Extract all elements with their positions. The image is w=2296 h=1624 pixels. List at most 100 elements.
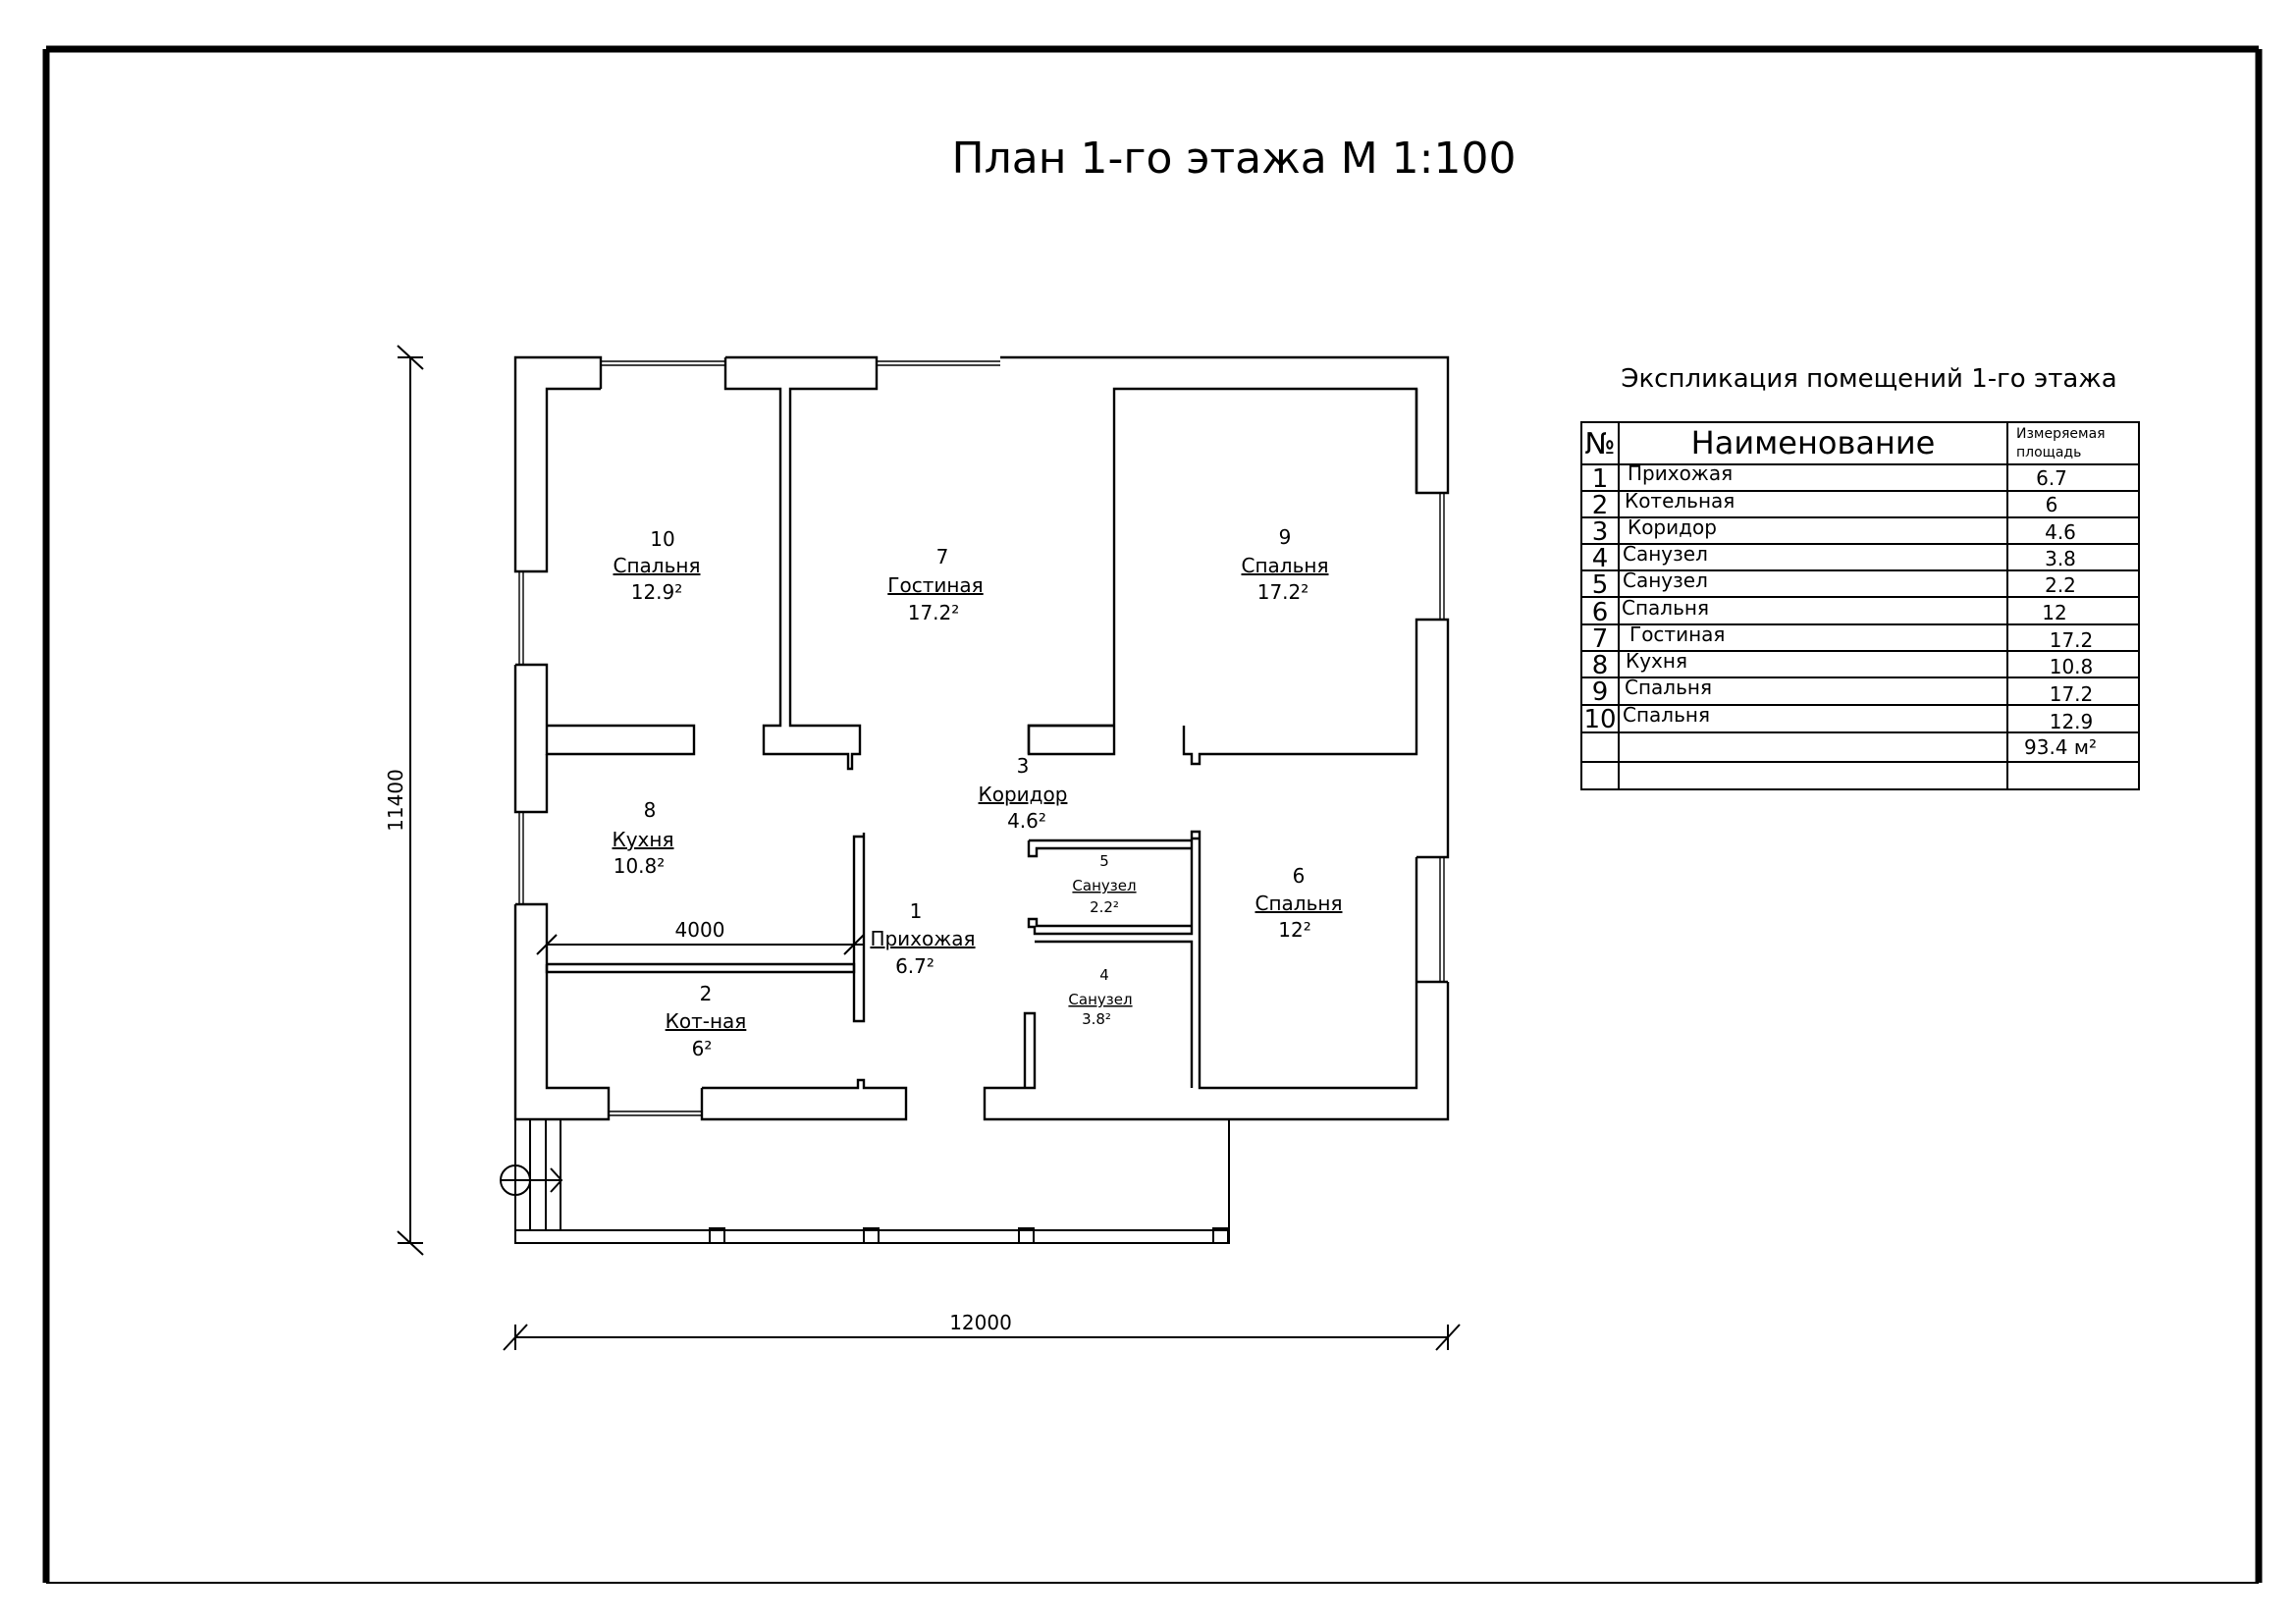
room-name: Кот-ная [666, 1009, 747, 1033]
row-area: 3.8 [2045, 547, 2076, 570]
entrance-arrow-icon [500, 1164, 563, 1196]
row-area: 12 [2042, 601, 2066, 624]
room-label: 4 Санузел 3.8² [1068, 966, 1132, 1028]
room-number: 8 [644, 798, 657, 822]
row-num: 2 [1592, 491, 1609, 520]
room-name: Спальня [614, 554, 701, 577]
room-number: 10 [650, 527, 674, 551]
room-number: 9 [1279, 525, 1292, 549]
table-row: 4 Санузел 3.8 [1592, 542, 2076, 573]
wall-wc5 [1027, 839, 1194, 936]
header-num: № [1584, 427, 1615, 461]
room-label: 10 Спальня 12.9² [614, 527, 701, 604]
table-row: 9 Спальня 17.2 [1592, 676, 2094, 707]
room-name: Спальня [1242, 554, 1329, 577]
room-number: 5 [1099, 852, 1109, 870]
wall-top-right [1000, 355, 1450, 756]
room-area: 10.8² [614, 854, 666, 878]
row-name: Спальня [1623, 703, 1710, 727]
room-name: Кухня [613, 828, 674, 851]
row-name: Котельная [1625, 489, 1735, 513]
room-label: 5 Санузел 2.2² [1072, 852, 1136, 916]
explication-header: № Наименование Измеряемая площадь [1584, 424, 2105, 461]
table-total: 93.4 м² [2024, 735, 2097, 759]
wall-bottom-mid [700, 1078, 908, 1121]
room-label: 1 Прихожая 6.7² [870, 899, 975, 978]
table-row: 2 Котельная 6 [1592, 489, 2058, 520]
table-row: 3 Коридор 4.6 [1592, 515, 2076, 547]
wall-boiler-top [545, 962, 856, 974]
row-num: 10 [1583, 705, 1616, 734]
dimension-lines [397, 345, 1461, 1351]
row-area: 10.8 [2050, 655, 2094, 678]
room-name: Коридор [979, 783, 1068, 806]
explication-title: Экспликация помещений 1-го этажа [1621, 364, 2116, 394]
plan-title: План 1-го этажа М 1:100 [952, 134, 1517, 184]
row-area: 17.2 [2050, 682, 2094, 706]
wall-top-left [513, 355, 603, 573]
row-name: Прихожая [1628, 461, 1733, 485]
floor-plan [513, 355, 1450, 1244]
row-num: 8 [1592, 651, 1609, 680]
row-name: Санузел [1623, 542, 1708, 566]
windows [518, 360, 1445, 1116]
inner-dimension-label: 4000 [675, 918, 725, 942]
row-name: Кухня [1626, 649, 1687, 673]
wall-right-bottom [983, 982, 1450, 1121]
row-name: Коридор [1628, 515, 1717, 539]
wall-left-lower [513, 665, 549, 814]
room-area: 6² [692, 1037, 713, 1060]
row-name: Санузел [1623, 568, 1708, 592]
row-num: 6 [1592, 598, 1609, 627]
room-area: 17.2² [1257, 580, 1309, 604]
room-label: 2 Кот-ная 6² [666, 982, 747, 1060]
sheet-frame [42, 45, 2263, 1584]
table-row: 8 Кухня 10.8 [1592, 649, 2094, 680]
room-area: 2.2² [1090, 898, 1119, 916]
row-area: 17.2 [2050, 628, 2094, 652]
room-name: Гостиная [887, 573, 983, 597]
room-area: 12² [1278, 918, 1310, 942]
explication-table [1580, 421, 2140, 790]
header-name: Наименование [1691, 424, 1936, 461]
row-name: Спальня [1622, 596, 1709, 620]
room-name: Санузел [1072, 877, 1136, 894]
room-name: Спальня [1255, 892, 1343, 915]
row-area: 6 [2046, 493, 2058, 516]
row-num: 1 [1592, 464, 1609, 494]
row-area: 2.2 [2045, 573, 2076, 597]
wall-right-lower [1190, 830, 1418, 1090]
header-area-line1: Измеряемая [2016, 426, 2106, 442]
wall-wc4 [1035, 940, 1194, 1088]
row-area: 12.9 [2050, 710, 2094, 733]
wall-corridor-top [1027, 724, 1114, 754]
terrace [514, 1119, 1230, 1244]
wall-bedroom9-bottom [1182, 618, 1450, 859]
row-name: Гостиная [1629, 623, 1725, 646]
row-name: Спальня [1625, 676, 1712, 699]
table-row: 7 Гостиная 17.2 [1592, 623, 2094, 654]
row-num: 7 [1592, 624, 1609, 654]
wall-corridor-left [852, 833, 866, 1023]
wall-bedroom10-left [515, 663, 549, 726]
row-num: 9 [1592, 677, 1609, 707]
height-dimension-label: 11400 [384, 769, 407, 832]
row-num: 5 [1592, 570, 1609, 600]
table-row: 10 Спальня 12.9 [1583, 703, 2093, 734]
wall-left-bottom [513, 902, 611, 1121]
room-number: 7 [936, 545, 949, 568]
wall-kitchen-jamb [545, 724, 696, 756]
width-dimension-label: 12000 [949, 1311, 1012, 1334]
room-number: 2 [700, 982, 713, 1005]
room-area: 12.9² [631, 580, 683, 604]
room-area: 4.6² [1007, 809, 1046, 833]
table-row: 5 Санузел 2.2 [1592, 568, 2076, 600]
room-name: Прихожая [870, 927, 975, 950]
room-label: 6 Спальня 12² [1255, 864, 1343, 942]
table-row: 6 Спальня 12 [1592, 596, 2067, 627]
row-num: 3 [1592, 517, 1609, 547]
row-num: 4 [1592, 544, 1609, 573]
room-area: 6.7² [895, 954, 934, 978]
room-label: 8 Кухня 10.8² [613, 798, 674, 878]
